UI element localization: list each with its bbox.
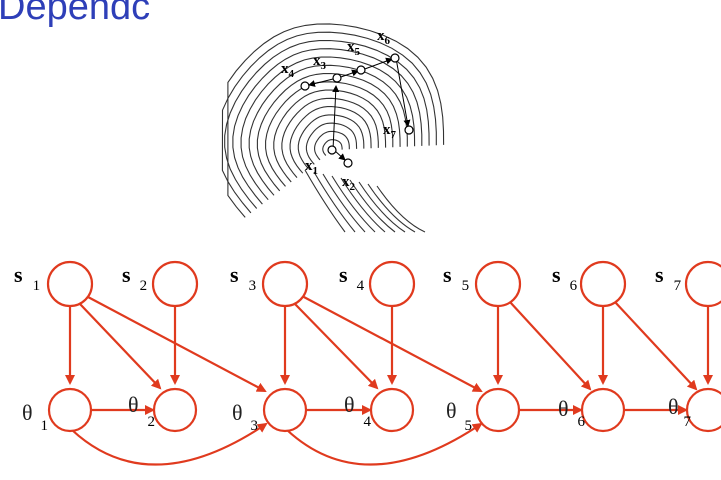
fingerprint-ridge <box>340 177 386 233</box>
fingerprint-ridge <box>358 181 406 233</box>
fingerprint-ridge <box>305 122 358 165</box>
minutia-point-3 <box>332 73 342 83</box>
minutiae-links <box>308 57 411 161</box>
minutia-label-5: x5 <box>347 39 361 58</box>
edge-s3-theta4 <box>294 303 379 390</box>
minutia-point-4 <box>300 81 310 91</box>
label-theta7: θ7 <box>668 394 692 430</box>
bottom-labels: θ1 θ2 θ3 θ4 θ5 θ6 θ7 <box>22 392 692 434</box>
fingerprint-image: x1 x2 x3 x4 x5 x6 x7 <box>221 23 445 233</box>
edge-theta1-theta3 <box>71 422 268 466</box>
label-theta5: θ5 <box>446 398 472 434</box>
label-theta4: θ4 <box>344 392 372 430</box>
edge-theta3-theta5 <box>286 422 483 466</box>
node-theta2 <box>152 387 198 433</box>
minutia-label-4: x4 <box>281 61 295 80</box>
node-s7 <box>684 260 721 308</box>
graph-edges <box>65 295 713 466</box>
fingerprint-ridge <box>322 173 366 233</box>
bottom-node-row <box>47 387 721 433</box>
node-s2 <box>151 260 199 308</box>
minutia-label-3: x3 <box>313 53 327 72</box>
fingerprint-ridge <box>227 23 445 218</box>
edge-s6-theta7 <box>614 301 698 391</box>
fingerprint-ridge <box>367 183 416 233</box>
top-node-row <box>46 260 721 308</box>
label-theta3: θ3 <box>232 400 258 434</box>
fingerprint-ridge <box>221 31 437 214</box>
node-theta5 <box>475 387 521 433</box>
node-theta3 <box>262 387 308 433</box>
minutia-point-5 <box>356 65 366 75</box>
label-theta2: θ2 <box>128 392 155 430</box>
node-theta6 <box>580 387 626 433</box>
edge-s1-theta3 <box>87 296 267 392</box>
fingerprint-ridge <box>232 48 423 205</box>
minutia-point-2 <box>343 158 353 168</box>
node-s3 <box>261 260 309 308</box>
fingerprint-ridge <box>314 130 350 161</box>
fingerprint-ridge <box>224 39 430 209</box>
fingerprint-ridge <box>304 169 346 233</box>
node-s6 <box>579 260 627 308</box>
fingerprint-ridge <box>240 56 416 201</box>
fingerprint-ridge <box>256 72 401 192</box>
node-s1 <box>46 260 94 308</box>
node-theta7 <box>685 387 721 433</box>
minutia-label-7: x7 <box>383 122 397 141</box>
minutia-point-6 <box>390 53 400 63</box>
edge-s1-theta2 <box>79 303 162 390</box>
node-s5 <box>474 260 522 308</box>
fingerprint-ridge <box>289 106 372 174</box>
fingerprint-ridge <box>273 89 387 183</box>
fingerprint-ridge <box>331 175 376 233</box>
fingerprint-ridge <box>281 97 379 178</box>
minutia-point-1 <box>327 145 337 155</box>
node-s4 <box>368 260 416 308</box>
edge-s5-theta6 <box>509 301 592 391</box>
fingerprint-ridge <box>265 81 394 187</box>
fingerprint-ridge <box>248 64 408 196</box>
fingerprint-ridge <box>313 171 356 233</box>
label-theta6: θ6 <box>558 396 586 430</box>
label-theta1: θ1 <box>22 400 48 434</box>
minutia-label-1: x1 <box>305 158 318 177</box>
node-theta1 <box>47 387 93 433</box>
fingerprint-ridge <box>297 114 365 170</box>
minutia-label-2: x2 <box>342 174 356 193</box>
minutia-label-6: x6 <box>377 28 391 47</box>
slide-title: Dependc <box>0 0 151 28</box>
minutia-point-7 <box>404 125 414 135</box>
node-theta4 <box>369 387 415 433</box>
fingerprint-ridge <box>376 185 426 233</box>
fingerprint-ridge <box>322 139 343 156</box>
fingerprint-ridge <box>349 179 396 233</box>
